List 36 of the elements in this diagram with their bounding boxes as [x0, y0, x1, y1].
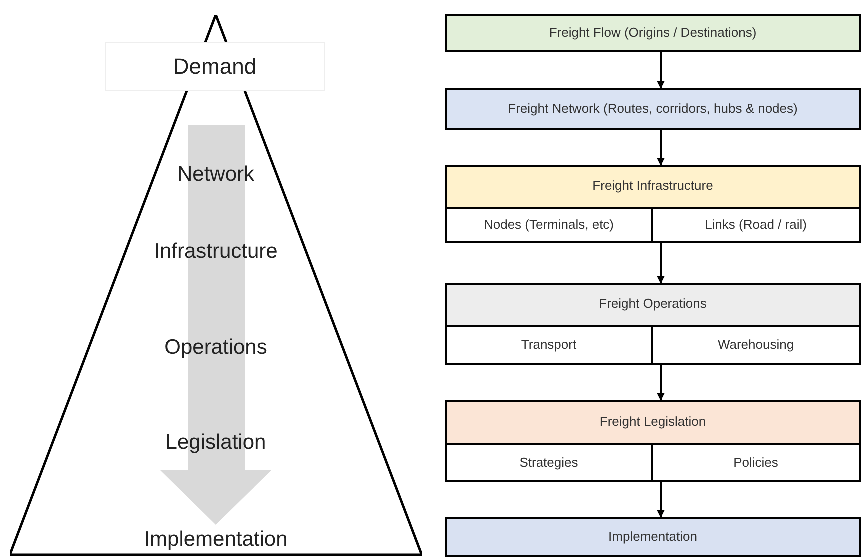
sub-box [447, 207, 653, 241]
process-box [445, 517, 861, 557]
box-text: Policies [734, 454, 778, 472]
box-heading: Freight Flow (Origins / Destinations) [549, 24, 757, 42]
arrow [657, 365, 665, 401]
process-box [445, 283, 861, 365]
box-heading: Freight Operations [599, 295, 707, 314]
arrow [657, 243, 665, 284]
box-heading: Freight Network (Routes, corridors, hubs & nodes) [508, 100, 798, 118]
box-heading: Implementation [608, 528, 698, 546]
sub-box [653, 443, 859, 480]
box-text: Links (Road / rail) [705, 216, 807, 234]
sub-box [653, 207, 859, 241]
process-box [445, 14, 861, 52]
sub-box [447, 443, 653, 480]
pyramid-label: Operations [164, 335, 268, 361]
box-text: Nodes (Terminals, etc) [484, 216, 614, 234]
box-heading: Freight Infrastructure [592, 177, 714, 196]
process-box [445, 88, 861, 130]
box-heading: Freight Legislation [600, 412, 706, 431]
pyramid [10, 15, 422, 556]
box-text: Transport [521, 336, 577, 354]
box-text: Strategies [520, 454, 578, 472]
process-box [445, 165, 861, 243]
sub-box [447, 325, 653, 363]
pyramid-label: Legislation [166, 430, 266, 456]
arrow [657, 130, 665, 166]
sub-box [653, 325, 859, 363]
box-text: Warehousing [718, 336, 794, 354]
arrow [657, 482, 665, 518]
pyramid-label: Infrastructure [154, 239, 278, 265]
arrow [657, 52, 665, 89]
pyramid-label: Demand [105, 42, 325, 91]
pyramid-label: Network [177, 162, 255, 188]
process-box [445, 400, 861, 482]
pyramid-label: Implementation [144, 527, 288, 553]
